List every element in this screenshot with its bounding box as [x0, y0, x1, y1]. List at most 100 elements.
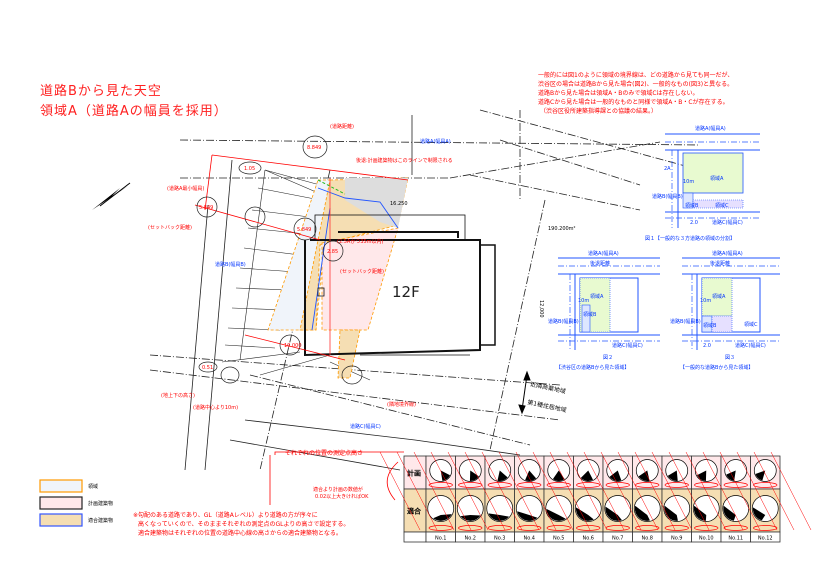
value-highlight [576, 525, 601, 531]
dimension-label: 2.85 [327, 249, 338, 255]
setback-label: (セットバック距離) [340, 268, 384, 275]
fig3-caption: 【一般的な道路Bから見た領域】 [680, 364, 753, 371]
note-line: 道路Bから見た場合は領域A・Bのみで領域Cは存在しない。 [538, 89, 699, 97]
plan-labels: (道路距離) 道路A(幅員A) 後退:計画建築物はこのラインで制限される (道路… [148, 123, 576, 430]
measurement-ray [430, 451, 472, 531]
fig-road-c: 道路C(幅員C) [735, 342, 766, 349]
fig-setback: 後退距離 [710, 260, 730, 267]
fig-dim: 10m [683, 179, 694, 185]
column-label: No.7 [612, 536, 623, 542]
road-a-min-label: (道路A最小幅員) [167, 185, 204, 192]
empty-cell [403, 531, 427, 543]
obstruction-sector [723, 505, 736, 521]
measurement-ray [379, 451, 421, 531]
measurement-ray [498, 451, 540, 531]
dimension-label: 5.849 [199, 205, 213, 211]
measurement-ray [600, 451, 642, 531]
measurement-ray [532, 451, 574, 531]
title-line1: 道路Bから見た天空 [40, 83, 162, 99]
value-highlight [428, 525, 453, 531]
legend-swatch [39, 479, 83, 493]
obstruction-sector [517, 511, 538, 521]
column-label: No.4 [524, 536, 535, 542]
fig-road-a: 道路A(幅員A) [695, 125, 726, 132]
road-b-label: 道路B(幅員B) [215, 261, 246, 268]
measurement-ray [566, 451, 608, 531]
fig-dim: 2A [664, 166, 671, 172]
fig-area-a: 領域A [712, 293, 726, 300]
note-line: 一般的には図1のように領域の境界線は、どの道路から見ても同一だが、 [538, 71, 733, 79]
fig-road-c: 道路C(幅員C) [612, 342, 643, 349]
column-label: No.5 [553, 536, 564, 542]
zone-arrow-icon [518, 370, 531, 415]
value-highlight [723, 525, 748, 531]
value-highlight [635, 525, 660, 531]
measurement-ray [617, 451, 659, 531]
obstruction-sector [609, 470, 622, 481]
fig-road-a: 道路A(幅員A) [712, 250, 743, 257]
obstruction-sector [755, 470, 766, 481]
obstruction-sector [696, 470, 707, 481]
fig1-caption: 図１【一般的な３方道路の領域の分割】 [645, 235, 735, 242]
value-highlight [753, 482, 778, 488]
fit-boundary-line [311, 207, 331, 331]
obstruction-sector [552, 470, 565, 481]
ground-height-label: (地上下の高さ) [161, 392, 195, 399]
fig-dim: 10m [578, 298, 589, 304]
note-line: 適合建築物はそれぞれの位置の道路中心線の高さからの適合建築物となる。 [138, 529, 342, 537]
value-highlight [576, 482, 601, 488]
bottom-note: ※勾配のある道路であり、GL（道路Aレベル）より道路の方が序々に 高くなっていく… [133, 511, 349, 537]
value-highlight [546, 482, 571, 488]
figure-2: 道路A(幅員A) 領域A 領域B 10m 後退距離 道路B(幅員B) 道路C(幅… [548, 250, 660, 371]
fig-dim: 2.0 [703, 343, 711, 349]
fig-area-a: 領域A [590, 293, 604, 300]
legend-swatch [39, 513, 83, 527]
dimension-label: 12,000 [538, 300, 544, 318]
value-highlight [458, 525, 483, 531]
fig-road-a: 道路A(幅員A) [588, 250, 619, 257]
value-highlight [664, 482, 689, 488]
fig-area-b: 領域B [685, 202, 699, 209]
boundary-label: (隣地境界線) [387, 401, 416, 408]
obstruction-sector [667, 470, 678, 481]
dimension-label: 16.250 [390, 201, 408, 207]
zone-label: 第1種住居地域 [527, 398, 568, 414]
road-c-label: 道路C(幅員C) [350, 423, 381, 430]
value-highlight [428, 482, 453, 488]
obstruction-sector [580, 470, 593, 481]
fig-area-c: 領域C [744, 321, 758, 328]
value-highlight [517, 482, 542, 488]
dimension-label: 0.51 [202, 365, 213, 371]
obstruction-sector [497, 470, 508, 481]
fig-road-b: 道路B(幅員B) [548, 318, 579, 325]
measurement-ray [770, 451, 812, 531]
measurement-ray [719, 451, 761, 531]
legend-label: 領域 [88, 483, 98, 490]
measurement-ray [634, 451, 676, 531]
heading-bracket [274, 451, 404, 455]
obstruction-sector [440, 470, 451, 481]
note-line: 高くなっていくので、そのままそれぞれの測定点のGLよりの高さで設定する。 [138, 520, 349, 528]
title-line2: 領域A（道路Aの幅員を採用） [40, 103, 228, 119]
zone-label: 近隣商業地域 [530, 380, 567, 395]
road-a-label: 道路A(幅員A) [420, 138, 451, 145]
sky-circle [751, 495, 779, 522]
measurement-ray [549, 451, 591, 531]
value-highlight [694, 482, 719, 488]
measurement-ray [396, 451, 438, 531]
measurement-ray [702, 451, 744, 531]
obstruction-sector [488, 513, 510, 521]
fig3-number: 図３ [725, 355, 735, 361]
measurement-ray [447, 451, 489, 531]
site-lines [184, 115, 521, 471]
measurement-ray [685, 451, 727, 531]
arrow-icon [386, 461, 399, 501]
value-highlight [517, 525, 542, 531]
value-highlight [487, 482, 512, 488]
within-label: (2.5Aかつ35m以内) [337, 238, 384, 245]
building-outline [304, 214, 496, 357]
value-highlight [546, 525, 571, 531]
fig-area-c: 領域C [715, 202, 729, 209]
column-label: No.12 [758, 536, 773, 542]
